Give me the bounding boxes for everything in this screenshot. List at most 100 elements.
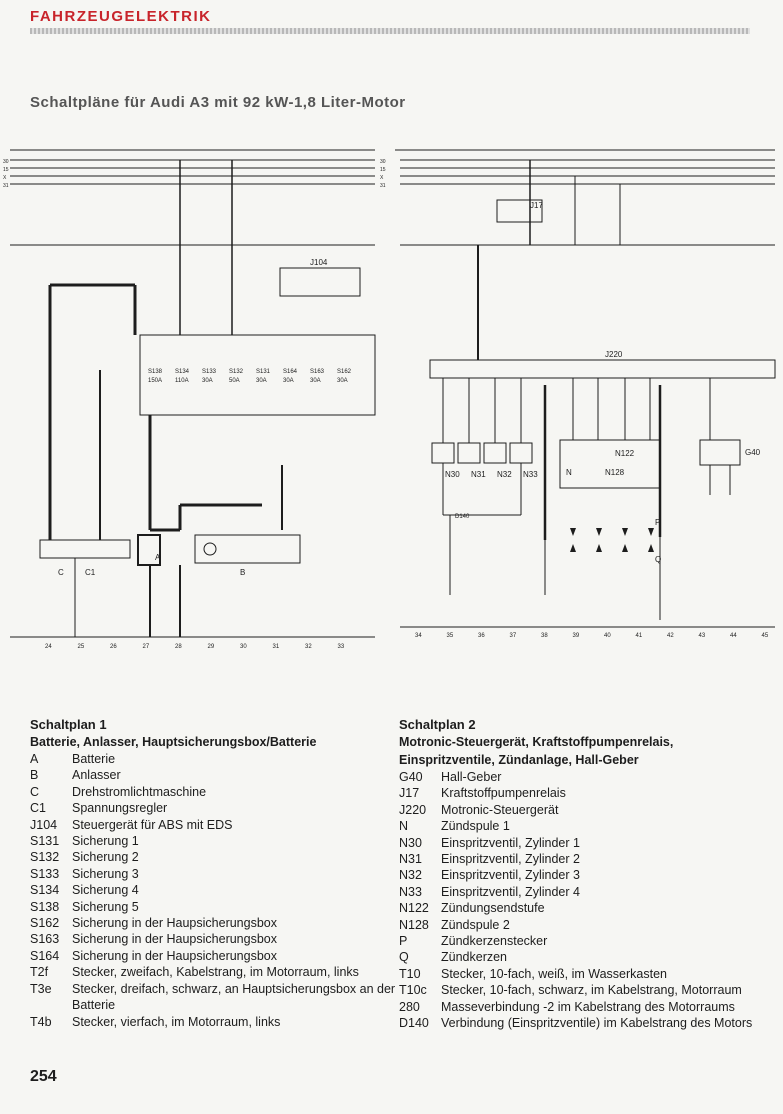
plan-2-item: P Zündkerzenstecker (399, 933, 759, 949)
plan-1-item-desc: Sicherung in der Haupsicherungsbox (72, 916, 277, 931)
plan-2-item-desc: Zündspule 2 (441, 917, 510, 932)
plan-2-item-desc: Hall-Geber (441, 770, 502, 784)
scale-number: 35 (447, 633, 454, 639)
plan-1-item: T3e Stecker, dreifach, schwarz, an Haupts… (30, 981, 400, 1014)
scale-number: 40 (604, 633, 611, 639)
scale-number: 24 (45, 644, 52, 650)
plan-2-title: Schaltplan 2 (399, 717, 476, 732)
scale-number: 39 (573, 633, 580, 639)
plan-1-item: C Drehstromlichtmaschine (30, 784, 400, 800)
svg-text:15: 15 (3, 167, 9, 173)
label-n122: N122 (615, 449, 635, 458)
plan-1-item: S162 Sicherung in der Haupsicherungsbox (30, 915, 400, 931)
plan-1-item-desc: Sicherung 5 (72, 899, 139, 914)
plan-2-item-desc: Einspritzventil, Zylinder 3 (441, 868, 580, 883)
plan-2-item: J220 Motronic-Steuergerät (399, 802, 759, 818)
plan-2-item-desc: Zündkerzenstecker (441, 934, 548, 949)
plan-2-item-code: D140 (399, 1016, 429, 1031)
label-a: A (155, 553, 161, 562)
plan-2-item-code: N (399, 819, 409, 834)
wiring-diagram: 30 15 X 31 30 15 X 31 A B C C1 J104 J220… (3, 149, 776, 650)
plan-2-item-code: Q (399, 950, 409, 965)
section-title: FAHRZEUGELEKTRIK (30, 8, 212, 25)
page-number: 254 (30, 1068, 57, 1085)
plan-2-item: N122 Zündungsendstufe (399, 900, 759, 916)
label-j220: J220 (605, 350, 623, 359)
scale-number: 33 (338, 644, 345, 650)
fuse-label: S134 (175, 369, 190, 375)
plan-2-item-desc: Stecker, 10-fach, schwarz, im Kabelstran… (441, 983, 742, 998)
label-n128: N128 (605, 468, 625, 477)
plan-2-item-desc: Kraftstoffpumpenrelais (441, 786, 566, 801)
plan-2-item-code: N32 (399, 868, 422, 883)
plan-2-item-code: N128 (399, 917, 429, 932)
plan-2-item: J17 Kraftstoffpumpenrelais (399, 785, 759, 801)
plan-2-item-code: N122 (399, 901, 429, 916)
fuse-rating: 30A (202, 378, 213, 384)
plan-2-item-desc: Motronic-Steuergerät (441, 802, 559, 817)
plan-1-item-code: T2f (30, 965, 49, 980)
legend-plan-1: Schaltplan 1 Batterie, Anlasser, Hauptsi… (30, 716, 400, 1030)
plan-2-item: N Zündspule 1 (399, 818, 759, 834)
fuse-label: S163 (310, 369, 325, 375)
label-n33: N33 (523, 470, 538, 479)
fuse-label: S133 (202, 369, 217, 375)
section-header: FAHRZEUGELEKTRIK (30, 8, 750, 34)
scale-number: 28 (175, 644, 182, 650)
plan-1-item-code: S162 (30, 916, 60, 931)
plan-1-item-code: C (30, 784, 40, 799)
legend-plan-2: Schaltplan 2 Motronic-Steuergerät, Kraft… (399, 716, 759, 1032)
plan-2-item-desc: Einspritzventil, Zylinder 2 (441, 852, 580, 867)
scale-number: 26 (110, 644, 117, 650)
plan-1-item-code: S163 (30, 932, 60, 947)
plan-1-item-desc: Stecker, zweifach, Kabelstrang, im Motor… (72, 965, 359, 980)
scale-number: 38 (541, 633, 548, 639)
plan-2-item-code: P (399, 934, 408, 949)
plan-2-item: N32 Einspritzventil, Zylinder 3 (399, 867, 759, 883)
label-j104: J104 (310, 258, 328, 267)
plan-2-item-desc: Einspritzventil, Zylinder 1 (441, 835, 580, 850)
svg-text:30: 30 (380, 159, 386, 165)
plan-1-item: T2f Stecker, zweifach, Kabelstrang, im Mo… (30, 964, 400, 980)
plan-1-item-code: A (30, 752, 39, 766)
plan-2-item-desc: Zündungsendstufe (441, 901, 545, 916)
plan-1-item-desc: Stecker, dreifach, schwarz, an Hauptsich… (72, 981, 396, 1013)
header-rule (30, 28, 750, 34)
plan-1-item-desc: Batterie (72, 752, 116, 766)
fuse-label: S164 (283, 369, 298, 375)
plan-2-item-code: N30 (399, 835, 422, 850)
label-g40: G40 (745, 448, 761, 457)
plan-2-item-desc: Stecker, 10-fach, weiß, im Wasserkasten (441, 966, 668, 981)
label-d140: D140 (455, 514, 470, 520)
plan-1-item-code: C1 (30, 801, 46, 816)
plan-2-item-code: J220 (399, 802, 427, 817)
scale-number: 41 (636, 633, 643, 639)
fuse-rating: 150A (148, 378, 162, 384)
scale-number: 27 (143, 644, 150, 650)
plan-1-item-code: T3e (30, 981, 52, 996)
scale-number: 44 (730, 633, 737, 639)
svg-text:X: X (380, 175, 384, 181)
page-title: Schaltpläne für Audi A3 mit 92 kW-1,8 Li… (30, 94, 406, 111)
plan-1-title: Schaltplan 1 (30, 717, 107, 732)
svg-text:31: 31 (380, 183, 386, 189)
plan-2-item-code: J17 (399, 786, 420, 801)
label-c: C (58, 568, 64, 577)
plan-1-item-desc: Anlasser (72, 768, 121, 783)
plan-2-item-desc: Masseverbindung -2 im Kabelstrang des Mo… (441, 999, 735, 1014)
scale-number: 43 (699, 633, 706, 639)
label-n30: N30 (445, 470, 460, 479)
plan-1-item-desc: Drehstromlichtmaschine (72, 784, 207, 799)
plan-2-item-desc: Zündspule 1 (441, 819, 510, 834)
